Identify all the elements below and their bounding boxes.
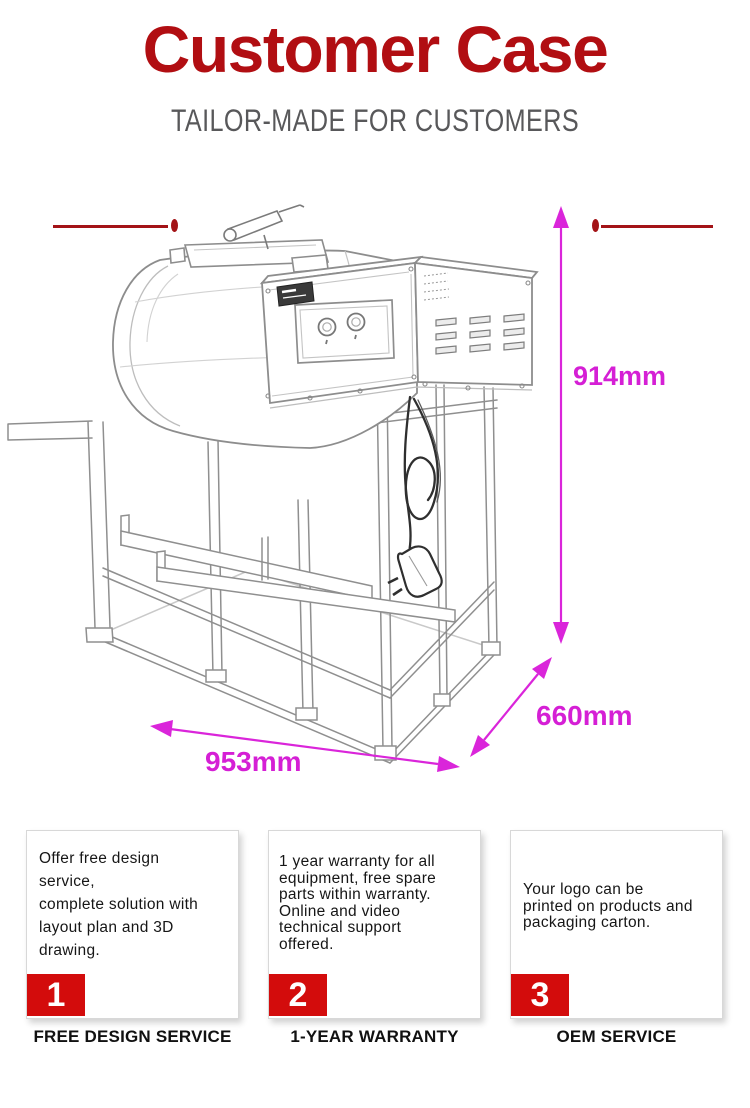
feature-text: Offer free design service, complete solu… [39, 850, 199, 959]
feature-free-design: Offer free design service, complete solu… [26, 830, 239, 1047]
machine-dimension-diagram: 914mm 660mm 953mm [0, 150, 750, 830]
feature-card: Your logo can be printed on products and… [510, 830, 723, 1019]
right-dot-icon [592, 219, 599, 232]
screws [265, 266, 531, 401]
subtitle-row: TAILOR-MADE FOR CUSTOMERS [0, 100, 750, 232]
feature-label: OEM SERVICE [556, 1027, 677, 1046]
feature-cards: Offer free design service, complete solu… [26, 830, 723, 1047]
drum-lid [169, 239, 330, 273]
page-title: Customer Case [142, 12, 609, 86]
feature-card: Offer free design service, complete solu… [26, 830, 239, 1019]
feature-text: Your logo can be printed on products and… [523, 881, 693, 931]
feature-label: FREE DESIGN SERVICE [33, 1027, 232, 1046]
dimension-depth-label: 660mm [536, 700, 633, 731]
brand-label-plate [276, 281, 315, 307]
left-decorative-line [53, 225, 168, 228]
panel-knobs [317, 312, 366, 345]
feature-number-badge: 3 [511, 974, 569, 1016]
left-dot-icon [171, 219, 178, 232]
lid-handle [223, 204, 305, 250]
feature-text: 1 year warranty for all equipment, free … [279, 853, 437, 953]
feature-oem: Your logo can be printed on products and… [510, 830, 723, 1047]
feature-label: 1-YEAR WARRANTY [290, 1027, 459, 1046]
power-plug [387, 545, 443, 598]
control-panel [294, 299, 395, 364]
machine-drawing [7, 204, 569, 772]
dimension-height-label: 914mm [573, 361, 667, 391]
page-subtitle: TAILOR-MADE FOR CUSTOMERS [170, 102, 580, 138]
vent-slots [423, 272, 525, 355]
feature-warranty: 1 year warranty for all equipment, free … [268, 830, 481, 1047]
right-decorative-line [601, 225, 713, 228]
dimension-width-label: 953mm [205, 746, 302, 777]
dimension-arrows [150, 206, 569, 772]
feature-number-badge: 1 [27, 974, 85, 1016]
feature-card: 1 year warranty for all equipment, free … [268, 830, 481, 1019]
power-cord [403, 395, 441, 556]
stand-frame [7, 384, 501, 764]
feature-number-badge: 2 [269, 974, 327, 1016]
